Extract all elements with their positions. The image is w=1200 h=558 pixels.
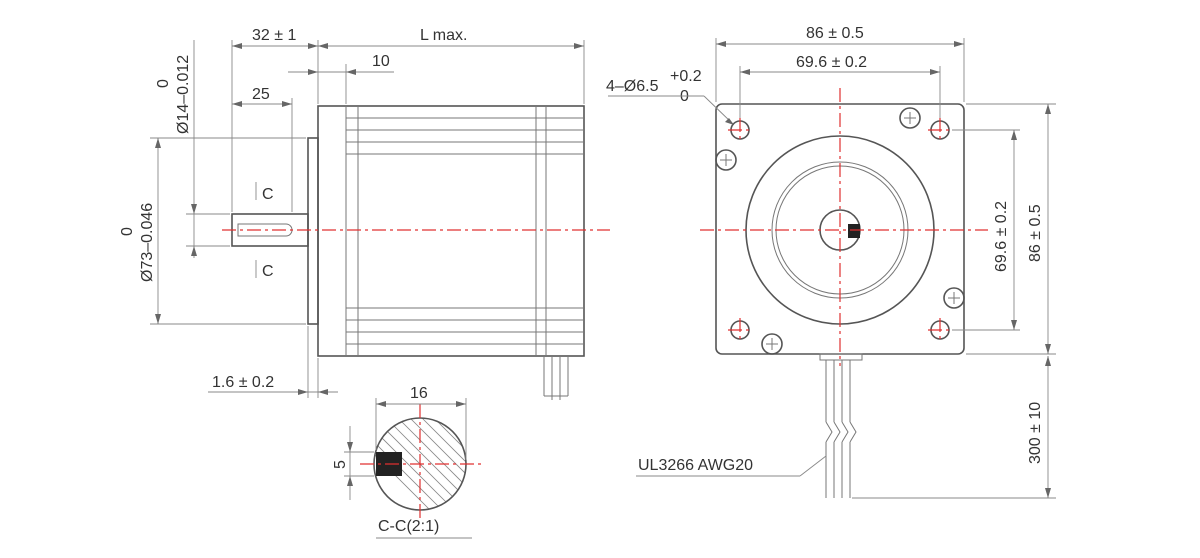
section-view: 16 5 C-C(2:1) [332,385,482,539]
dim-holes-tol-lower: 0 [680,88,689,105]
section-mark-top: C [262,186,274,203]
dim-section-width: 16 [410,385,428,402]
dim-shaft-dia: Ø14–0.012 [175,55,192,134]
dim-lead-length: 300 ± 10 [1027,402,1044,464]
dim-flange-thickness: 1.6 ± 0.2 [212,374,274,391]
dim-overall-width: 86 ± 0.5 [806,25,864,42]
dim-holes-main: 4–Ø6.5 [606,78,659,95]
dim-boss-dia-top: 0 [119,227,136,236]
dim-shaft-flat: 25 [252,86,270,103]
screw-icon [899,107,921,129]
screw-icon [943,287,965,309]
dim-overall-height-v: 86 ± 0.5 [1027,204,1044,262]
dim-body-length: L max. [420,27,467,44]
dim-holes-tol-upper: +0.2 [670,68,702,85]
side-view: C C 32 ± 1 L max. 10 25 0 Ø14–0.012 [119,27,610,400]
screw-icon [715,149,737,171]
section-label: C-C(2:1) [378,518,439,535]
dim-hole-spacing: 69.6 ± 0.2 [796,54,867,71]
lead-wire-label: UL3266 AWG20 [638,457,753,474]
lead-wires-side [543,356,569,400]
flange-plate [307,137,319,325]
dim-boss-dia: Ø73–0.046 [139,203,156,282]
front-view: 86 ± 0.5 69.6 ± 0.2 4–Ø6.5 +0.2 0 69.6 ±… [606,25,1056,499]
dim-boss-offset: 10 [372,53,390,70]
shaft-keyway [237,223,293,237]
section-mark-bottom: C [262,263,274,280]
dim-shaft-dia-top: 0 [155,79,172,88]
dim-hole-spacing-v: 69.6 ± 0.2 [993,201,1010,272]
hole-centermarks [728,118,952,342]
dim-flange-length: 32 ± 1 [252,27,296,44]
shaft [231,213,309,247]
lead-wires-front [825,360,857,498]
lead-exit [819,353,863,361]
dim-section-key: 5 [332,460,349,469]
front-shaft-key [848,224,860,238]
screw-icon [761,333,783,355]
